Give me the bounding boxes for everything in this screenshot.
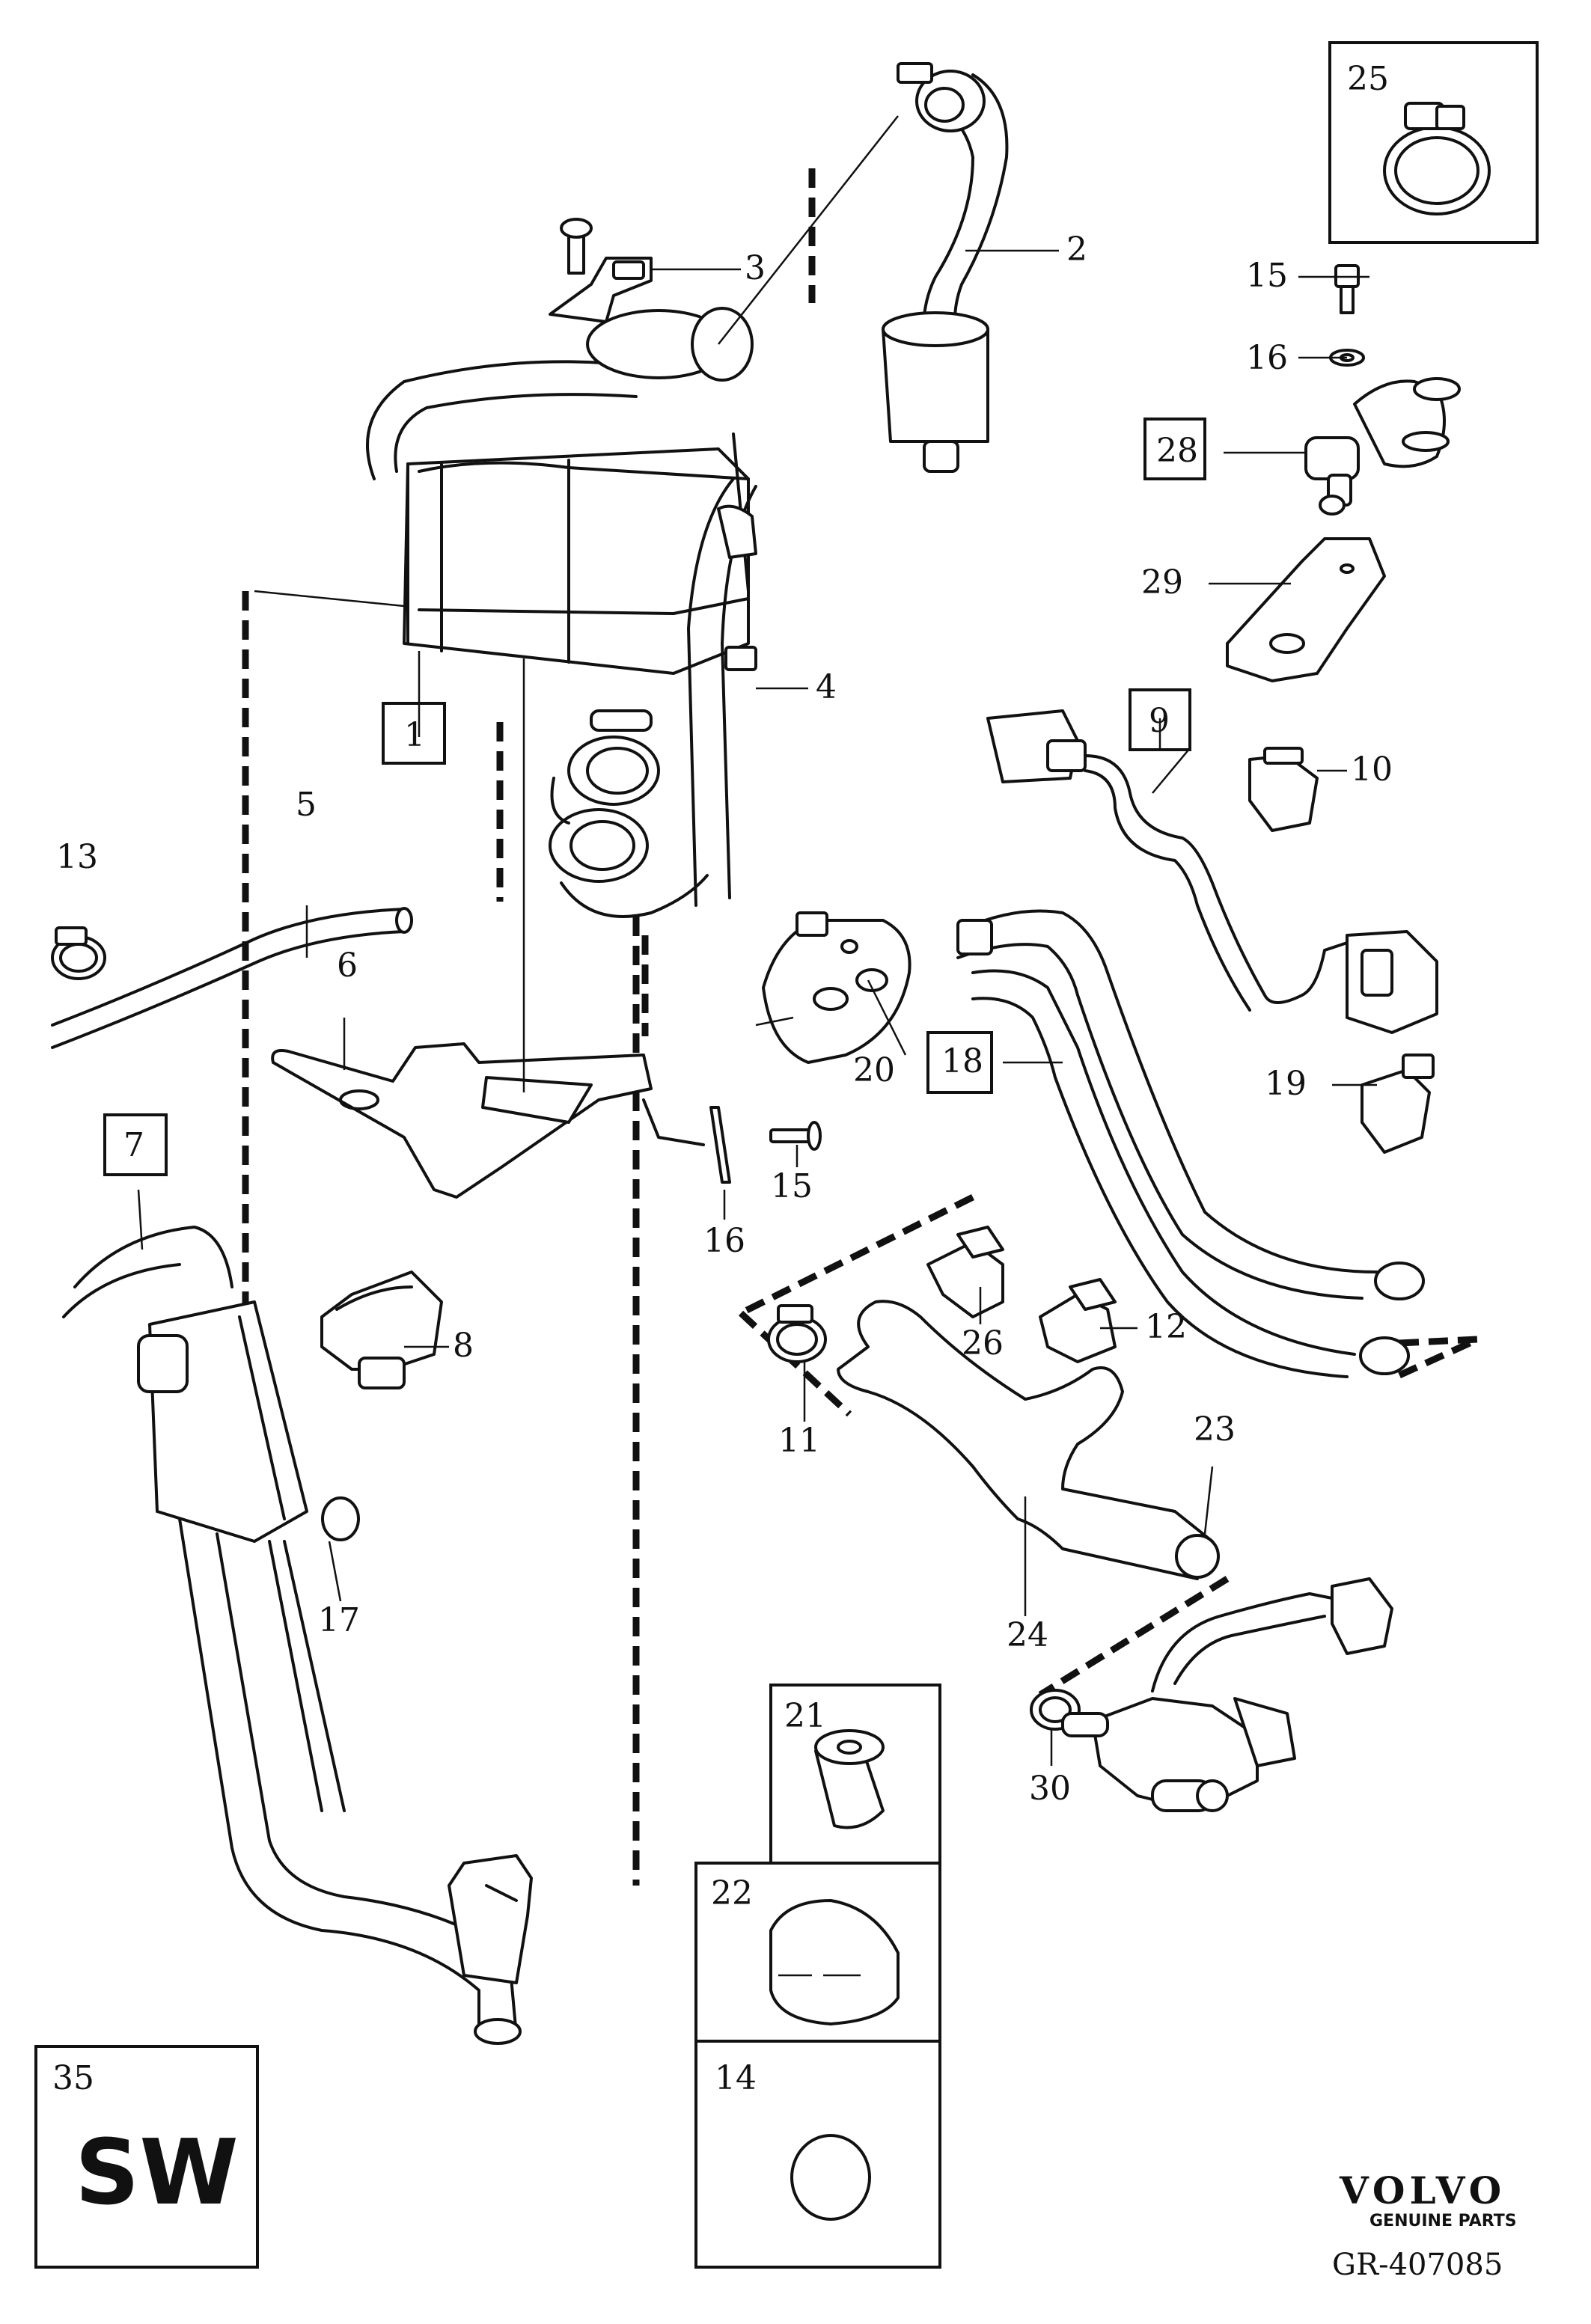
label-25: 25 <box>1347 60 1389 98</box>
callout-labels: 1 2 3 4 5 6 7 8 9 10 11 12 13 14 15 15 1… <box>52 60 1393 2097</box>
label-4: 4 <box>816 668 837 706</box>
label-20: 20 <box>853 1051 895 1089</box>
diagram-reference: GR-407085 <box>1332 2248 1503 2282</box>
label-17: 17 <box>318 1601 360 1639</box>
label-15-mid: 15 <box>771 1167 813 1205</box>
brand-logo: VOLVO <box>1339 2168 1506 2213</box>
label-16-mid: 16 <box>703 1222 745 1260</box>
part-26-clip <box>926 1226 1004 1318</box>
leader-lines <box>137 115 1377 1766</box>
label-5: 5 <box>296 786 317 824</box>
label-13: 13 <box>56 838 98 876</box>
brand-block: VOLVO GENUINE PARTS GR-407085 <box>1332 2168 1517 2282</box>
part-18-pipes <box>956 909 1425 1378</box>
part-30-pump <box>1030 1577 1393 1812</box>
label-19: 19 <box>1265 1065 1307 1103</box>
part-20-grommet <box>762 911 911 1064</box>
part-12-clip <box>1039 1278 1117 1363</box>
label-22: 22 <box>711 1874 753 1912</box>
part-6-bracket <box>271 1042 705 1199</box>
label-28: 28 <box>1156 432 1198 470</box>
label-35: 35 <box>52 2059 94 2097</box>
label-1: 1 <box>404 716 425 754</box>
label-11: 11 <box>778 1422 820 1460</box>
label-18: 18 <box>941 1042 983 1080</box>
part-17-oring <box>321 1496 360 1541</box>
part-25-hose-clamp <box>1328 41 1539 244</box>
label-24: 24 <box>1007 1616 1048 1654</box>
label-14: 14 <box>715 2059 757 2097</box>
label-16-top: 16 <box>1246 339 1288 377</box>
label-30: 30 <box>1029 1770 1071 1808</box>
part-7-pipe <box>62 1226 533 2045</box>
part-9-harness <box>986 709 1438 1034</box>
label-8: 8 <box>453 1327 474 1365</box>
part-14-plug-box <box>694 2040 941 2269</box>
label-23: 23 <box>1194 1410 1236 1449</box>
label-21: 21 <box>784 1697 826 1735</box>
label-6: 6 <box>337 947 358 985</box>
label-9: 9 <box>1149 702 1170 740</box>
label-12: 12 <box>1145 1308 1187 1346</box>
part-10-clip <box>1248 747 1319 832</box>
brand-tagline: GENUINE PARTS <box>1369 2212 1517 2230</box>
part-3-bracket <box>549 218 653 323</box>
part-19-clip <box>1361 1054 1435 1154</box>
label-10: 10 <box>1351 750 1393 789</box>
part-35-marking-box: SW <box>34 2045 259 2269</box>
label-3: 3 <box>745 249 766 287</box>
label-7: 7 <box>123 1126 144 1164</box>
part-22-seal-box <box>694 1862 941 2043</box>
part-29-bracket <box>1226 537 1386 682</box>
part-13-clamp <box>51 926 106 980</box>
part-1-heater-unit <box>366 307 757 918</box>
part-24-hose <box>837 1300 1220 1580</box>
part-28-valve <box>1304 377 1461 516</box>
part-21-nut-box <box>769 1684 941 1865</box>
sw-marking: SW <box>75 2121 239 2225</box>
label-15-top: 15 <box>1246 257 1288 295</box>
label-26: 26 <box>962 1324 1004 1363</box>
label-2: 2 <box>1066 230 1087 269</box>
part-8-clip <box>320 1270 443 1389</box>
boxed-label-frames <box>103 418 1206 1176</box>
part-11-clamp <box>767 1304 827 1363</box>
label-29: 29 <box>1141 563 1183 602</box>
part-5-hose <box>51 907 413 1049</box>
part-2-pipe <box>882 62 1009 473</box>
